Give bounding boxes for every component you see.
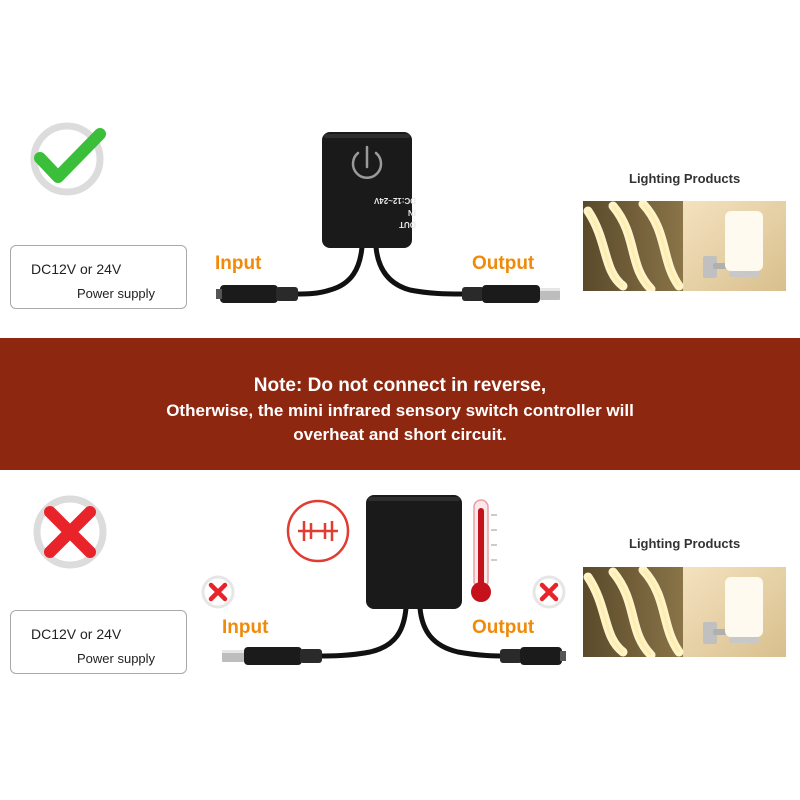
lighting-products-title-wrong: Lighting Products bbox=[629, 536, 741, 551]
input-plug-reversed bbox=[222, 647, 322, 665]
power-icon bbox=[351, 145, 383, 179]
correct-wiring-diagram bbox=[30, 122, 560, 303]
lighting-products-photo-wrong bbox=[583, 567, 786, 657]
input-label-wrong: Input bbox=[222, 617, 269, 638]
note-line-2: Otherwise, the mini infrared sensory swi… bbox=[166, 401, 634, 420]
note-line-1: Note: Do not connect in reverse, bbox=[253, 375, 547, 396]
lighting-products-photo bbox=[583, 201, 786, 291]
power-supply-voltage: DC12V or 24V bbox=[31, 261, 122, 277]
output-plug bbox=[462, 285, 560, 303]
cross-icon bbox=[33, 495, 107, 569]
note-line-3: overheat and short circuit. bbox=[293, 425, 507, 444]
output-label-wrong: Output bbox=[472, 617, 535, 638]
warning-note-band: Note: Do not connect in reverse, Otherwi… bbox=[0, 338, 800, 470]
check-icon bbox=[30, 122, 106, 196]
device-cable bbox=[293, 244, 465, 297]
power-supply-label-wrong: Power supply bbox=[77, 651, 156, 666]
output-label: Output bbox=[472, 253, 535, 274]
wall-lamp-icon bbox=[703, 577, 763, 644]
power-supply-box-wrong: DC12V or 24V Power supply bbox=[10, 610, 187, 674]
lighting-products-title: Lighting Products bbox=[629, 171, 741, 186]
short-circuit-icon bbox=[286, 499, 350, 563]
power-supply-box: DC12V or 24V Power supply bbox=[10, 245, 187, 309]
device-cable-reversed bbox=[315, 605, 509, 659]
power-supply-voltage-wrong: DC12V or 24V bbox=[31, 626, 122, 642]
output-small-cross-icon bbox=[532, 575, 566, 609]
switch-controller-device bbox=[322, 132, 412, 248]
wall-lamp-icon bbox=[703, 211, 763, 278]
power-supply-label: Power supply bbox=[77, 286, 156, 301]
switch-controller-device-reversed bbox=[366, 495, 462, 609]
input-plug bbox=[216, 285, 298, 303]
thermometer-icon bbox=[471, 499, 497, 602]
output-plug-reversed bbox=[500, 647, 566, 665]
input-small-cross-icon bbox=[201, 575, 235, 609]
input-label: Input bbox=[215, 253, 262, 274]
